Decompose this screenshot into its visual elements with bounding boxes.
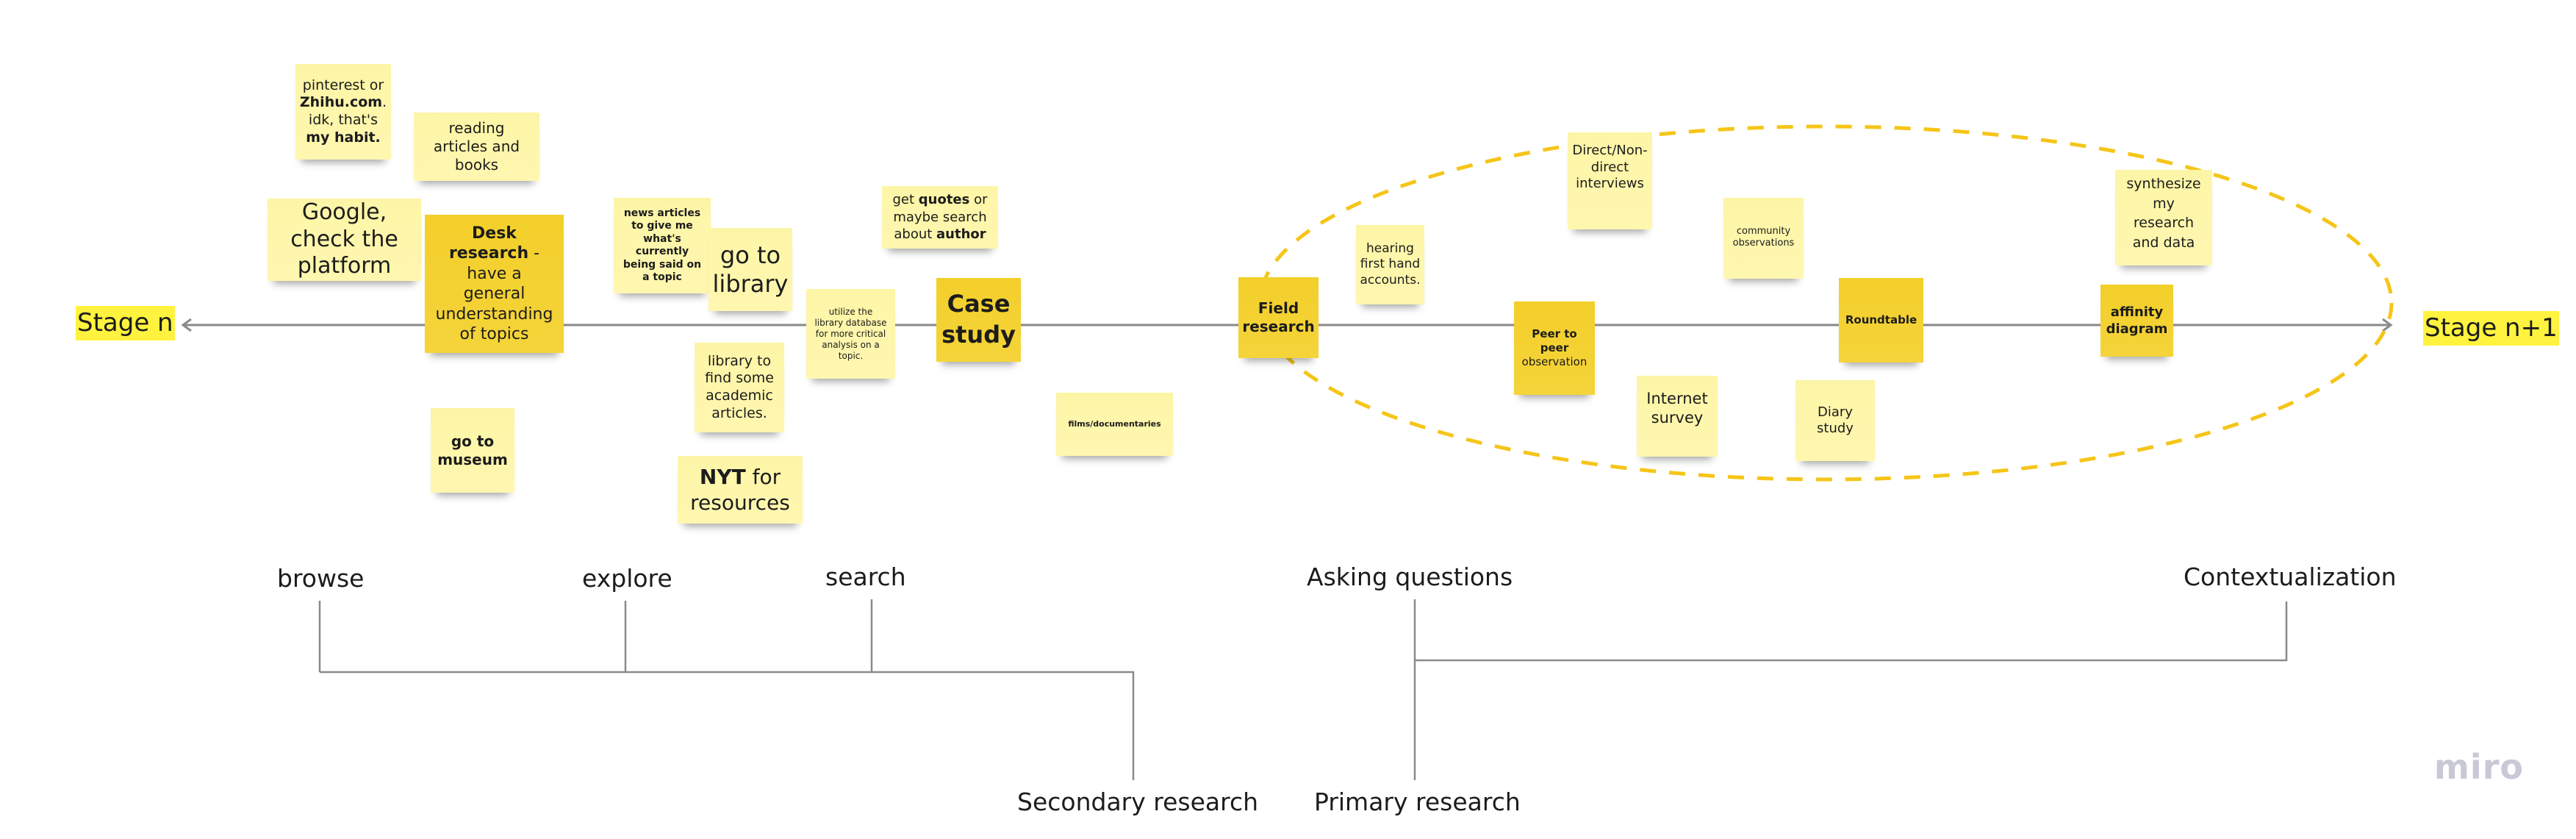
sticky-news-articles[interactable]: news articles to give me what's currentl… — [614, 198, 711, 293]
sticky-community-observations[interactable]: community observations — [1723, 198, 1804, 279]
miro-logo: miro — [2434, 747, 2524, 787]
secondary-tree — [318, 599, 1135, 780]
sticky-text-bold: Peer to peer — [1532, 327, 1577, 355]
sticky-hearing-accounts[interactable]: hearing first hand accounts. — [1356, 225, 1424, 304]
sticky-case-study[interactable]: Case study — [936, 278, 1021, 362]
sticky-text: synthesize my research and data — [2126, 176, 2201, 251]
sticky-field-research[interactable]: Field research — [1238, 277, 1319, 358]
sticky-text: Google, check the platform — [290, 199, 398, 279]
sticky-text: go to museum — [437, 432, 508, 468]
sticky-text: go to library — [712, 241, 789, 298]
stage-n-plus-1-label: Stage n+1 — [2423, 311, 2559, 346]
sticky-internet-survey[interactable]: Internet survey — [1637, 376, 1718, 457]
sticky-text: pinterest or — [302, 76, 384, 93]
sticky-text: affinity diagram — [2106, 304, 2168, 337]
primary-tree — [1413, 599, 2288, 780]
sticky-text: Case study — [941, 290, 1016, 349]
sticky-get-quotes[interactable]: get quotes or maybe search about author — [882, 186, 998, 249]
sticky-text: library to find some academic articles. — [705, 352, 774, 421]
sticky-text: community observations — [1732, 226, 1795, 249]
sticky-text: get — [892, 192, 919, 208]
sticky-peer-observation[interactable]: Peer to peer observation — [1514, 301, 1595, 395]
sticky-roundtable[interactable]: Roundtable — [1839, 278, 1923, 363]
sticky-text: Roundtable — [1845, 313, 1917, 327]
sticky-google[interactable]: Google, check the platform — [268, 199, 421, 281]
sticky-text: films/documentaries — [1068, 419, 1161, 429]
label-contextualization: Contextualization — [2184, 563, 2397, 591]
sticky-diary-study[interactable]: Diary study — [1795, 380, 1875, 461]
sticky-text: observation — [1521, 354, 1587, 368]
sticky-text: idk, that's — [308, 112, 378, 128]
sticky-go-to-library[interactable]: go to library — [708, 228, 792, 311]
sticky-text: Diary study — [1817, 404, 1854, 437]
sticky-text: for resources — [690, 465, 790, 515]
sticky-pinterest[interactable]: pinterest or Zhihu.com. idk, that's my h… — [295, 64, 391, 160]
sticky-text: or maybe search about — [893, 192, 988, 243]
sticky-text: Internet survey — [1646, 390, 1708, 427]
label-primary-research: Primary research — [1314, 788, 1521, 816]
sticky-text: . — [382, 94, 387, 111]
sticky-text: hearing first hand accounts. — [1360, 241, 1421, 288]
sticky-desk-research[interactable]: Desk research - have a general understan… — [425, 215, 564, 353]
sticky-direct-interviews[interactable]: Direct/Non-direct interviews — [1568, 132, 1652, 229]
label-asking-questions: Asking questions — [1307, 563, 1513, 591]
sticky-library-academic[interactable]: library to find some academic articles. — [695, 343, 784, 432]
sticky-synthesize[interactable]: synthesize my research and data — [2115, 170, 2212, 265]
sticky-text: utilize the library database for more cr… — [814, 306, 887, 361]
sticky-text-bold: Zhihu.com — [299, 94, 383, 111]
sticky-text: - have a general understanding of topics — [435, 244, 553, 343]
sticky-text: reading articles and books — [433, 119, 520, 174]
label-secondary-research: Secondary research — [1017, 788, 1259, 816]
stage-n-label: Stage n — [76, 306, 175, 340]
sticky-text: news articles to give me what's currentl… — [623, 207, 702, 284]
sticky-reading-articles[interactable]: reading articles and books — [414, 113, 539, 181]
sticky-text: Direct/Non-direct interviews — [1572, 143, 1648, 191]
sticky-affinity-diagram[interactable]: affinity diagram — [2100, 285, 2173, 357]
sticky-films[interactable]: films/documentaries — [1056, 393, 1173, 456]
connector-secondary-bus — [320, 671, 1135, 780]
label-explore: explore — [582, 564, 672, 593]
sticky-text-bold: quotes — [918, 192, 970, 208]
sticky-text-bold: Desk research — [448, 224, 529, 263]
sticky-text-bold: author — [936, 226, 986, 243]
sticky-go-to-museum[interactable]: go to museum — [431, 408, 514, 493]
sticky-utilize-database[interactable]: utilize the library database for more cr… — [806, 289, 895, 379]
sticky-text-bold: my habit. — [306, 129, 381, 146]
sticky-text: Field research — [1242, 299, 1315, 335]
label-search: search — [825, 563, 906, 591]
label-browse: browse — [277, 564, 365, 593]
arrow-right-head — [2382, 318, 2393, 332]
arrow-left-head — [181, 318, 192, 332]
connector-contextualization — [1415, 601, 2288, 662]
sticky-nyt[interactable]: NYT for resources — [678, 456, 803, 524]
sticky-text-bold: NYT — [699, 465, 746, 489]
